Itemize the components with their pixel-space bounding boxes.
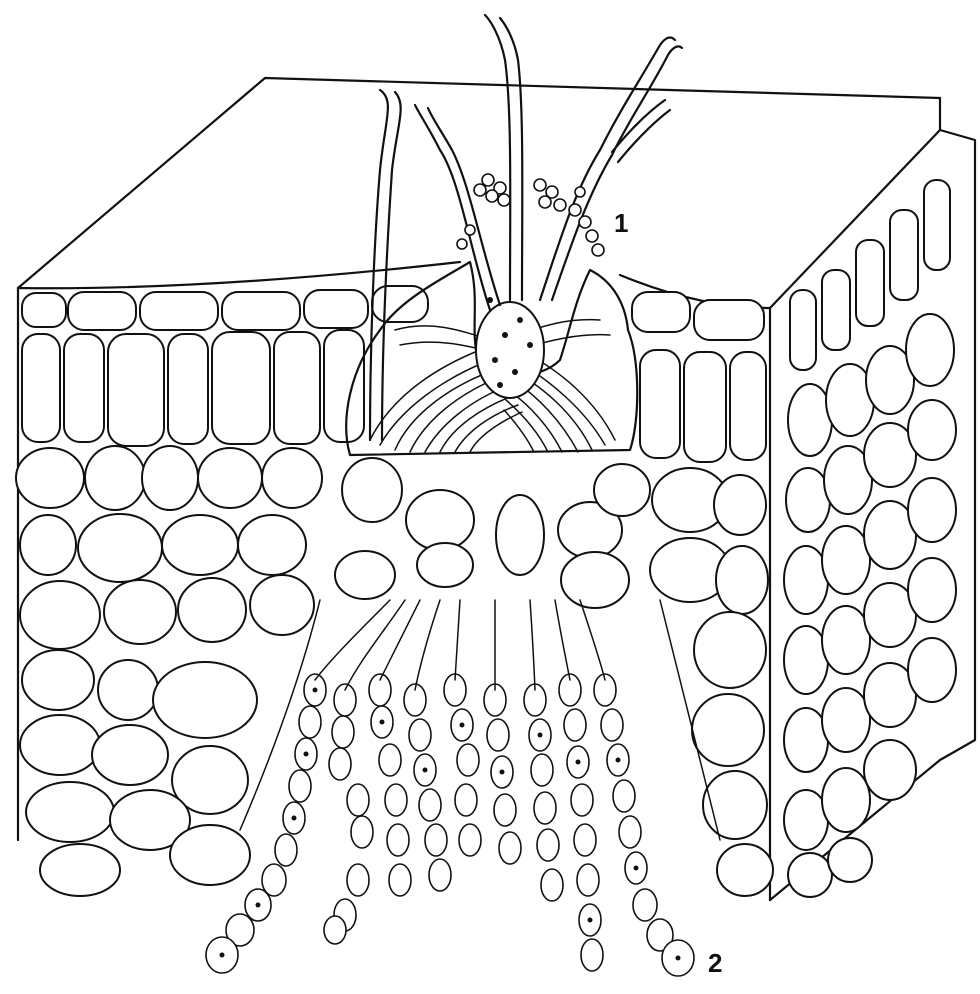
label-1: 1 xyxy=(614,208,628,238)
palisade-layer-left xyxy=(22,330,364,446)
side-face-cells xyxy=(784,180,956,897)
lesion-host-cells xyxy=(335,458,650,608)
label-2: 2 xyxy=(708,948,722,978)
spore-chains xyxy=(206,674,694,976)
mesophyll-right-front xyxy=(632,292,773,896)
spongy-mesophyll-left xyxy=(16,446,322,896)
upper-epidermis-left xyxy=(22,286,428,330)
